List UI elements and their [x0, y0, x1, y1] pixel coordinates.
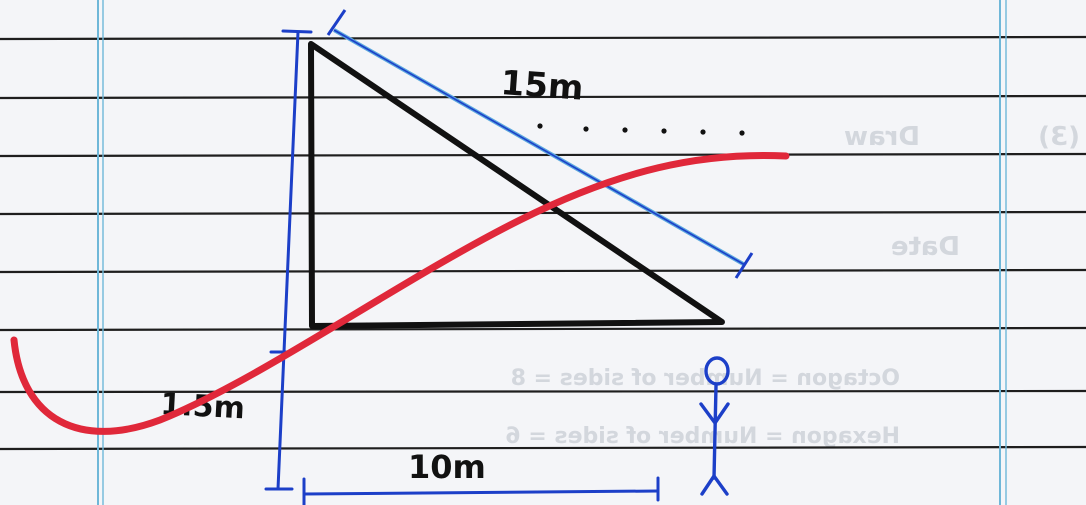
right-triangle [308, 41, 725, 329]
rule-line [0, 35, 1086, 41]
bleed-text-hexagon: Hexagon = Number of sides = 6 [505, 424, 900, 449]
rule-line [0, 389, 1086, 394]
height-label: 1.5m [160, 387, 246, 426]
height-measure [264, 29, 313, 491]
bleed-text-date: Date [891, 232, 960, 262]
hypotenuse-measure [326, 9, 754, 279]
rule-line [0, 326, 1086, 332]
bleed-text-draw: Draw [844, 122, 920, 152]
stick-figure-icon [699, 356, 730, 496]
dotted-line [537, 123, 745, 136]
bleed-text-mark: (3) [1038, 122, 1080, 152]
rule-line [0, 94, 1086, 100]
rule-line [0, 268, 1086, 274]
rule-line [0, 152, 1086, 158]
rule-line [0, 445, 1086, 451]
red-curve [10, 152, 790, 435]
hypotenuse-end-tick-bottom [734, 252, 754, 279]
base-measure [302, 476, 660, 505]
base-label: 10m [408, 448, 486, 486]
margin-lines [97, 0, 1007, 505]
hypotenuse-label: 15m [499, 63, 584, 109]
height-top-tick [281, 29, 313, 34]
hypotenuse-end-tick-top [326, 9, 347, 36]
bleed-through-text: Draw (3) Date Octagon = Number of sides … [505, 122, 1080, 449]
rule-line [0, 210, 1086, 216]
ruled-lines [0, 35, 1086, 451]
